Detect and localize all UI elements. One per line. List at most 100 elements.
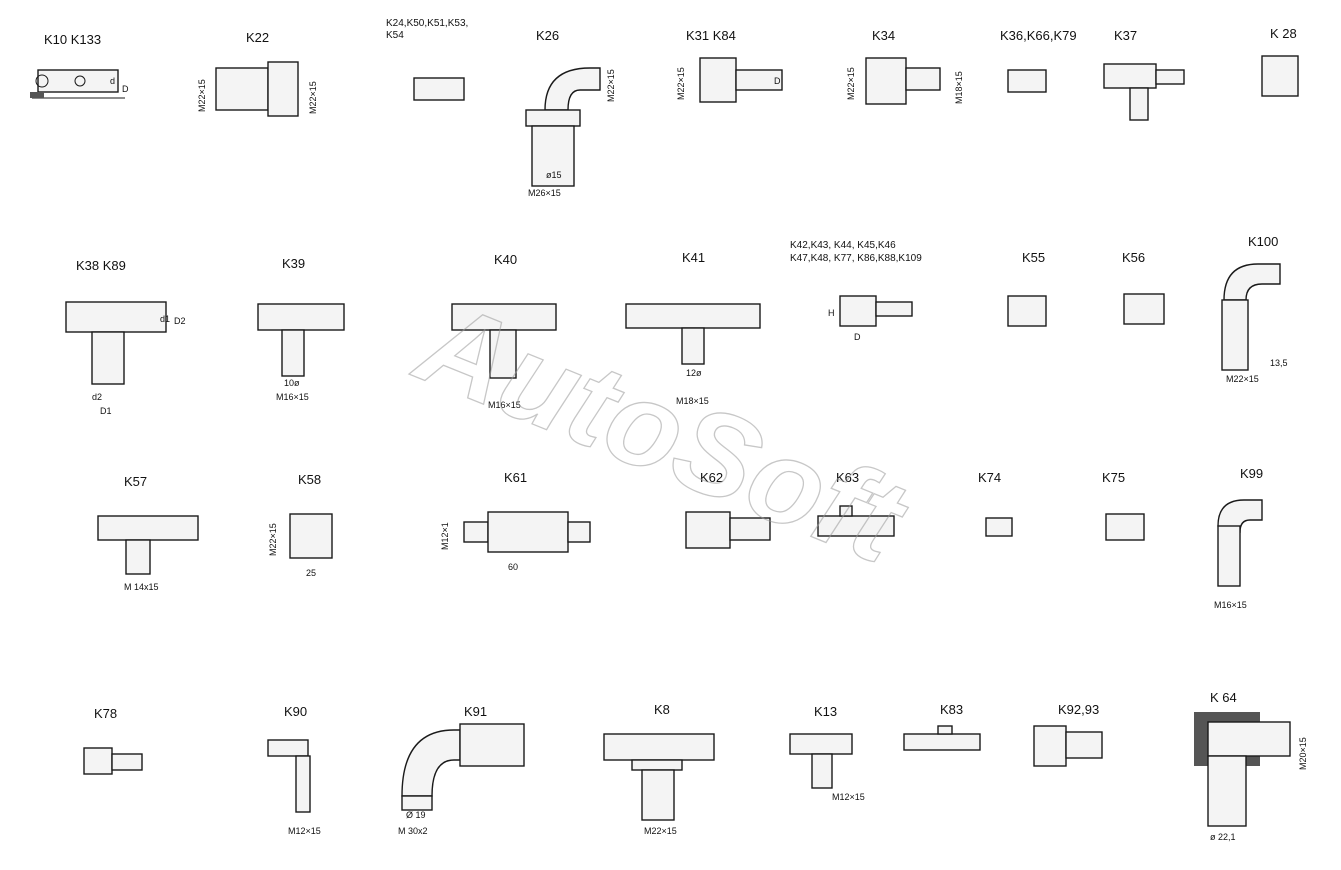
label-k83: K83 <box>940 702 963 717</box>
part-k28-drawing <box>1261 55 1299 97</box>
part-k78-drawing <box>83 747 143 775</box>
part-k90-drawing <box>267 739 311 813</box>
label-k37: K37 <box>1114 28 1137 43</box>
label-k74: K74 <box>978 470 1001 485</box>
dim-k39-m16: M16×15 <box>276 392 309 402</box>
part-k83-drawing <box>903 725 981 751</box>
dim-k57-m14: M 14x15 <box>124 582 159 592</box>
dim-k91-m30: M 30x2 <box>398 826 428 836</box>
part-k31-drawing <box>699 57 783 103</box>
part-k91-drawing <box>401 723 525 811</box>
part-k100-drawing <box>1221 263 1281 371</box>
label-k10: K10 K133 <box>44 32 101 47</box>
part-k57-drawing <box>97 515 199 575</box>
label-k57: K57 <box>124 474 147 489</box>
label-k42-line1: K42,K43, K44, K45,K46 <box>790 240 896 251</box>
part-k41-drawing <box>625 303 761 365</box>
part-k39-drawing <box>257 303 345 377</box>
part-k58-drawing <box>289 513 333 559</box>
dim-k10-D: D <box>122 84 129 94</box>
part-k34-drawing <box>865 57 941 105</box>
dim-k31-D: D <box>774 76 781 86</box>
part-k55-drawing <box>1007 295 1047 327</box>
dim-k100-d135: 13,5 <box>1270 358 1288 368</box>
part-k74-drawing <box>985 517 1013 537</box>
label-k91: K91 <box>464 704 487 719</box>
label-k34: K34 <box>872 28 895 43</box>
dim-k26-m26: M26×15 <box>528 188 561 198</box>
part-k56-drawing <box>1123 293 1165 325</box>
dim-k26-d15: ø15 <box>546 170 562 180</box>
part-k42-drawing <box>839 295 913 327</box>
dim-k38-d2: d2 <box>92 392 102 402</box>
dim-k41-d12: 12ø <box>686 368 702 378</box>
label-k42-line2: K47,K48, K77, K86,K88,K109 <box>790 253 922 264</box>
part-k62-drawing <box>685 511 771 549</box>
label-k13: K13 <box>814 704 837 719</box>
dim-k22-m22: M22×15 <box>197 79 207 112</box>
label-k56: K56 <box>1122 250 1145 265</box>
dim-k41-m18: M18×15 <box>676 396 709 406</box>
part-k13-drawing <box>789 733 853 789</box>
label-k55: K55 <box>1022 250 1045 265</box>
part-k63-drawing <box>817 505 895 537</box>
dim-k64-m20: M20×15 <box>1298 737 1308 770</box>
label-k64: K 64 <box>1210 690 1237 705</box>
label-k75: K75 <box>1102 470 1125 485</box>
dim-k39-d10: 10ø <box>284 378 300 388</box>
part-k40-drawing <box>451 303 557 379</box>
part-k61-drawing <box>463 511 591 553</box>
label-k58: K58 <box>298 472 321 487</box>
dim-k34-m22: M22×15 <box>846 67 856 100</box>
label-k28: K 28 <box>1270 26 1297 41</box>
label-k62: K62 <box>700 470 723 485</box>
part-k26-drawing <box>525 67 601 187</box>
label-k78: K78 <box>94 706 117 721</box>
label-k41: K41 <box>682 250 705 265</box>
label-k40: K40 <box>494 252 517 267</box>
part-k64-drawing <box>1194 712 1291 827</box>
dim-k26-m22: M22×15 <box>606 69 616 102</box>
label-k22: K22 <box>246 30 269 45</box>
dim-k58-m22: M22×15 <box>268 523 278 556</box>
dim-k61-60: 60 <box>508 562 518 572</box>
dim-k34-m18: M18×15 <box>954 71 964 104</box>
part-k92-drawing <box>1033 725 1103 767</box>
label-k24-line2: K54 <box>386 30 404 41</box>
part-k22-drawing <box>215 61 299 117</box>
dim-k100-m22: M22×15 <box>1226 374 1259 384</box>
label-k92: K92,93 <box>1058 702 1099 717</box>
label-k8: K8 <box>654 702 670 717</box>
dim-k13-m12: M12×15 <box>832 792 865 802</box>
dim-k10-d: d <box>110 76 115 86</box>
label-k26: K26 <box>536 28 559 43</box>
dim-k8-m22: M22×15 <box>644 826 677 836</box>
part-k38-drawing <box>65 301 167 385</box>
label-k38: K38 K89 <box>76 258 126 273</box>
part-k24-drawing <box>413 77 465 101</box>
dim-k99-m16: M16×15 <box>1214 600 1247 610</box>
dim-k91-d19: Ø 19 <box>406 810 426 820</box>
dim-k64-d22: ø 22,1 <box>1210 832 1236 842</box>
part-k75-drawing <box>1105 513 1145 541</box>
label-k99: K99 <box>1240 466 1263 481</box>
dim-k38-d1: d1 <box>160 314 170 324</box>
dim-k42-D: D <box>854 332 861 342</box>
part-k99-drawing <box>1217 499 1263 587</box>
dim-k22-m22b: M22×15 <box>308 81 318 114</box>
label-k63: K63 <box>836 470 859 485</box>
part-k10-drawing <box>30 69 125 99</box>
label-k24-line1: K24,K50,K51,K53, <box>386 18 468 29</box>
dim-k38-D2: D2 <box>174 316 186 326</box>
label-k61: K61 <box>504 470 527 485</box>
dim-k42-H: H <box>828 308 835 318</box>
dim-k90-m12: M12×15 <box>288 826 321 836</box>
dim-k58-25: 25 <box>306 568 316 578</box>
dim-k61-m12: M12×1 <box>440 522 450 550</box>
part-k36-drawing <box>1007 69 1047 93</box>
part-k8-drawing <box>603 733 715 821</box>
label-k100: K100 <box>1248 234 1278 249</box>
part-k37-drawing <box>1103 63 1185 121</box>
